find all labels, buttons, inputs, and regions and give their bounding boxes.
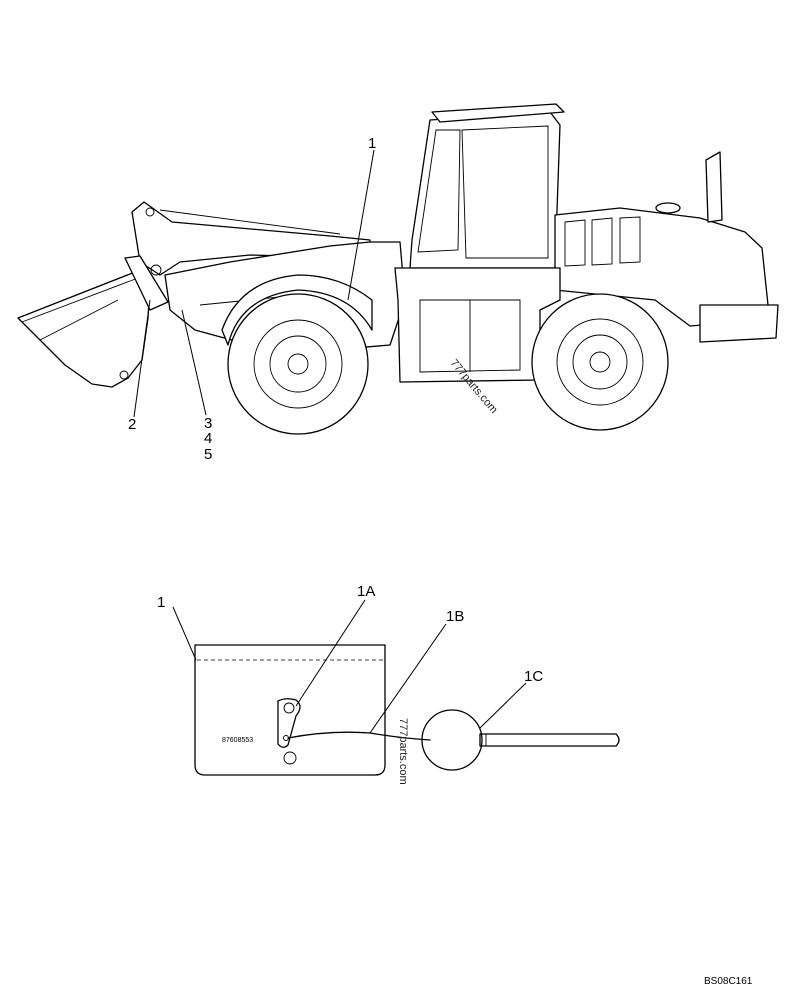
decal-callout-1a: 1A xyxy=(357,583,375,600)
front-wheel xyxy=(221,274,373,435)
loader-bucket xyxy=(17,271,151,388)
loader-callout-4: 4 xyxy=(204,430,212,447)
decal-callout-1b: 1B xyxy=(446,608,464,625)
decal-plate xyxy=(194,644,386,776)
loader-cab xyxy=(409,111,561,269)
loader-exhaust xyxy=(705,151,723,223)
wheel-loader-illustration xyxy=(17,103,779,435)
loader-callout-3: 3 xyxy=(204,415,212,432)
loader-callout-1: 1 xyxy=(368,135,376,152)
rear-wheel xyxy=(531,293,669,431)
decal-detail: 87608553 xyxy=(194,644,620,776)
loader-callout-5: 5 xyxy=(204,446,212,463)
decal-cable-1b xyxy=(287,731,431,741)
decal-part-number: 87608553 xyxy=(222,737,253,744)
decal-ring-1c xyxy=(421,709,483,771)
decal-callout-1c: 1C xyxy=(524,668,543,685)
figure-reference: BS08C161 xyxy=(704,976,753,987)
decal-pin xyxy=(479,733,620,747)
decal-tab-1a xyxy=(277,698,301,748)
watermark-bottom: 777parts.com xyxy=(397,718,409,785)
decal-callout-1: 1 xyxy=(157,594,165,611)
loader-callout-2: 2 xyxy=(128,416,136,433)
